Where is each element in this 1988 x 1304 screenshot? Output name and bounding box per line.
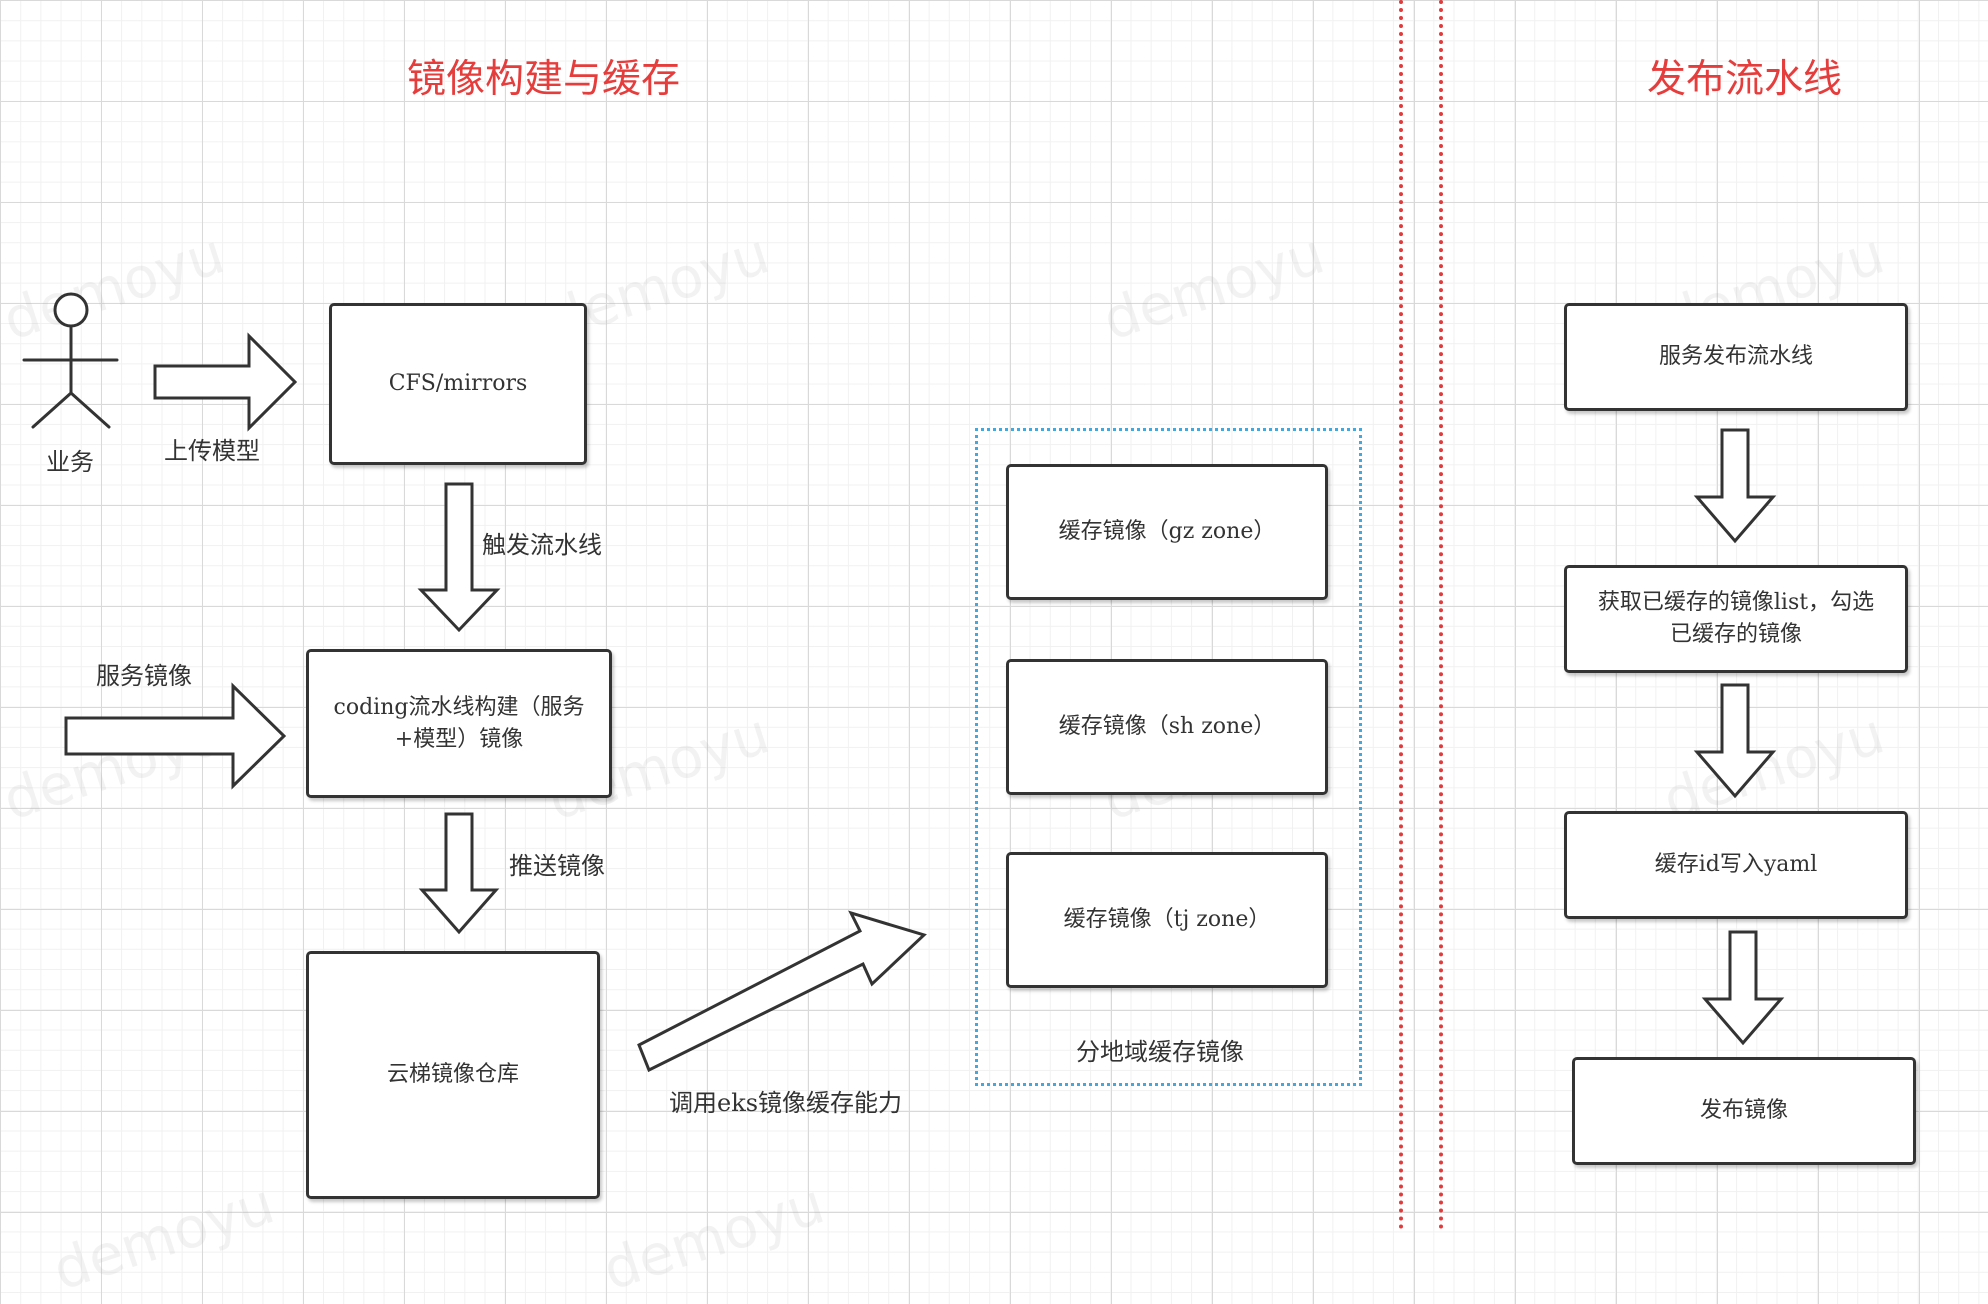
actor-label: 业务 bbox=[46, 448, 94, 476]
section-divider bbox=[1399, 0, 1403, 1230]
arrow-eks-cache bbox=[637, 910, 927, 1073]
edge-label-eks-cache: 调用eks镜像缓存能力 bbox=[669, 1089, 903, 1117]
coding-pipeline-build-box[interactable]: coding流水线构建（服务+模型）镜像 bbox=[306, 649, 612, 798]
pipeline-step-write-cache-id[interactable]: 缓存id写入yaml bbox=[1564, 811, 1908, 919]
cache-image-gz-box[interactable]: 缓存镜像（gz zone） bbox=[1006, 464, 1328, 600]
regional-cache-group-label: 分地域缓存镜像 bbox=[1076, 1038, 1244, 1066]
arrow-service-image bbox=[64, 682, 287, 790]
diagram-shapes bbox=[22, 292, 1785, 1073]
cache-image-sh-box[interactable]: 缓存镜像（sh zone） bbox=[1006, 659, 1328, 795]
section-divider bbox=[1439, 0, 1443, 1230]
pipeline-step-service-release[interactable]: 服务发布流水线 bbox=[1564, 303, 1908, 411]
cache-image-tj-box[interactable]: 缓存镜像（tj zone） bbox=[1006, 852, 1328, 988]
edge-label-service-image: 服务镜像 bbox=[96, 662, 192, 690]
edge-label-upload-model: 上传模型 bbox=[164, 437, 260, 465]
arrow-trigger-pipeline bbox=[417, 482, 501, 633]
cfs-mirrors-box[interactable]: CFS/mirrors bbox=[329, 303, 587, 465]
regional-cache-group bbox=[975, 428, 1362, 1086]
edge-label-trigger-pipeline: 触发流水线 bbox=[482, 531, 602, 559]
arrow-push-image bbox=[418, 812, 500, 935]
section-title-release-pipeline: 发布流水线 bbox=[1647, 57, 1843, 102]
arrow-step-2-3 bbox=[1693, 683, 1777, 799]
arrow-step-1-2 bbox=[1693, 428, 1777, 544]
pipeline-step-select-cached-images[interactable]: 获取已缓存的镜像list，勾选已缓存的镜像 bbox=[1564, 565, 1908, 673]
actor-icon bbox=[22, 292, 119, 429]
section-title-build-cache: 镜像构建与缓存 bbox=[407, 57, 681, 102]
pipeline-step-publish-image[interactable]: 发布镜像 bbox=[1572, 1057, 1916, 1165]
cloud-registry-box[interactable]: 云梯镜像仓库 bbox=[306, 951, 600, 1199]
arrow-step-3-4 bbox=[1701, 930, 1785, 1046]
arrow-upload-model bbox=[153, 332, 298, 432]
edge-label-push-image: 推送镜像 bbox=[509, 852, 605, 880]
